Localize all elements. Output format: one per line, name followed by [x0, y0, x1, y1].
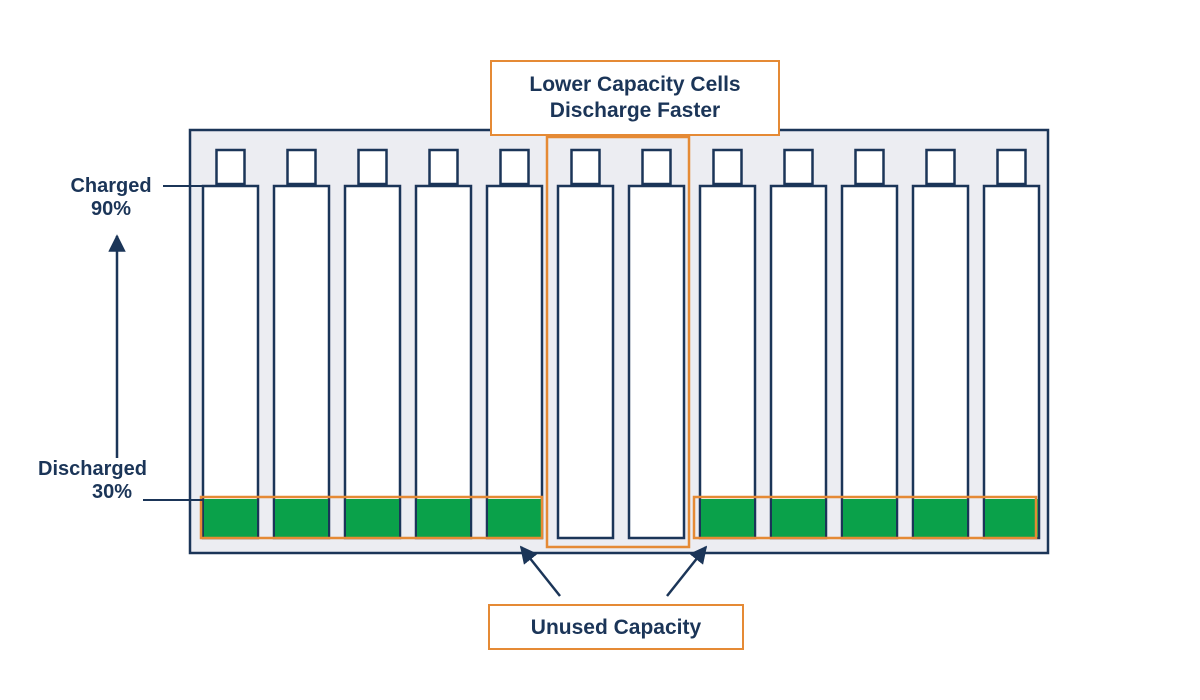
unused-arrow-right	[666, 545, 708, 597]
cell-9-terminal	[783, 148, 814, 186]
unused-capacity-band-right	[692, 495, 1038, 540]
cell-5-body	[485, 184, 544, 540]
cell-2-body	[272, 184, 331, 540]
cell-8-terminal	[712, 148, 743, 186]
cell-1-unused-capacity	[204, 499, 257, 537]
cell-3-body	[343, 184, 402, 540]
cell-6-body	[556, 184, 615, 540]
cell-4-body	[414, 184, 473, 540]
lower-capacity-callout-line2: Discharge Faster	[549, 99, 721, 122]
cell-8-body	[698, 184, 757, 540]
cell-10-body	[840, 184, 899, 540]
charged-label: Charged 90%	[56, 175, 166, 221]
charged-label-text: Charged	[70, 175, 152, 197]
lower-capacity-callout: Lower Capacity Cells Discharge Faster	[490, 60, 780, 136]
cell-12-unused-capacity	[985, 499, 1038, 537]
cell-2-terminal	[286, 148, 317, 186]
battery-pack-housing	[188, 128, 1050, 555]
cell-6-terminal	[570, 148, 601, 186]
cell-9-unused-capacity	[772, 499, 825, 537]
cell-1-body	[201, 184, 260, 540]
cell-7-terminal	[641, 148, 672, 186]
cell-11-unused-capacity	[914, 499, 967, 537]
unused-capacity-callout: Unused Capacity	[488, 604, 744, 650]
cell-1-terminal	[215, 148, 246, 186]
cell-10-terminal	[854, 148, 885, 186]
cell-11-body	[911, 184, 970, 540]
cells-group	[201, 148, 1041, 540]
cell-12-body	[982, 184, 1041, 540]
discharged-label: Discharged 30%	[38, 458, 193, 504]
cell-5-terminal	[499, 148, 530, 186]
lower-capacity-callout-line1: Lower Capacity Cells	[529, 73, 741, 96]
charged-label-value: 90%	[90, 198, 132, 220]
unused-capacity-band-left	[199, 495, 544, 540]
cell-3-terminal	[357, 148, 388, 186]
cell-7-body	[627, 184, 686, 540]
lower-capacity-highlight	[545, 135, 691, 549]
unused-capacity-callout-text: Unused Capacity	[530, 616, 702, 639]
cell-12-terminal	[996, 148, 1027, 186]
cell-4-unused-capacity	[417, 499, 470, 537]
discharged-label-value: 30%	[92, 481, 133, 503]
cell-2-unused-capacity	[275, 499, 328, 537]
cell-11-terminal	[925, 148, 956, 186]
cell-9-body	[769, 184, 828, 540]
unused-arrow-left	[519, 545, 561, 597]
cell-4-terminal	[428, 148, 459, 186]
cell-8-unused-capacity	[701, 499, 754, 537]
cell-10-unused-capacity	[843, 499, 896, 537]
cell-5-unused-capacity	[488, 499, 541, 537]
discharged-label-text: Discharged	[38, 458, 147, 480]
cell-3-unused-capacity	[346, 499, 399, 537]
